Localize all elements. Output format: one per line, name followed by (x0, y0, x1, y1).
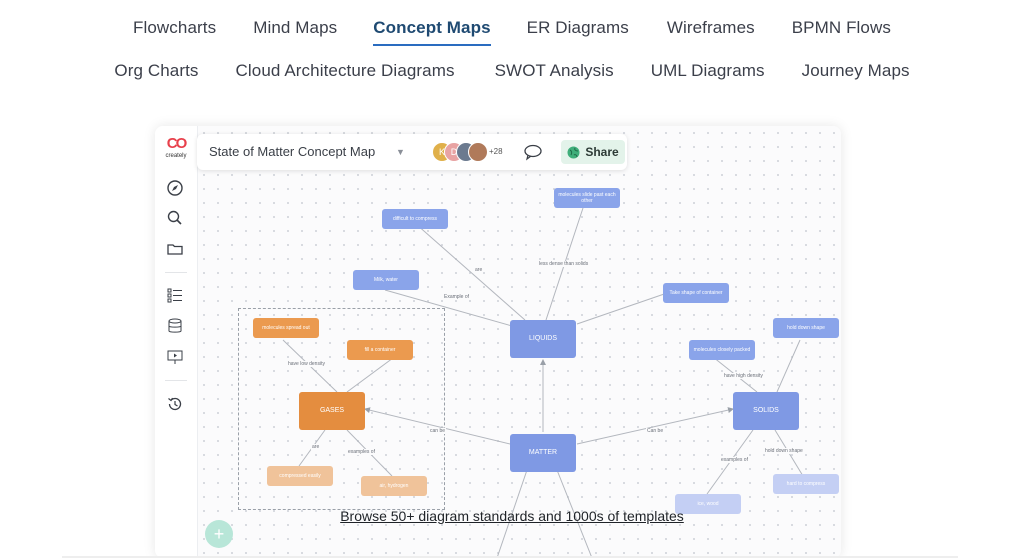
tab-row-2: Org Charts Cloud Architecture Diagrams S… (0, 57, 1024, 87)
tab-uml-diagrams[interactable]: UML Diagrams (650, 61, 765, 80)
edge-label-hold-shape: hold down shape (764, 448, 804, 454)
edge-label-low-density: have low density (287, 361, 326, 367)
tab-org-charts[interactable]: Org Charts (114, 61, 199, 80)
node-ice-wood[interactable]: ice, wood (675, 494, 741, 514)
search-icon[interactable] (165, 208, 185, 228)
node-molecules-spread[interactable]: molecules spread out (253, 318, 319, 338)
document-title[interactable]: State of Matter Concept Map (209, 144, 376, 159)
creately-logo-icon: CO (166, 135, 188, 152)
compass-icon[interactable] (165, 178, 185, 198)
chevron-down-icon[interactable]: ▼ (396, 147, 405, 157)
tab-mind-maps[interactable]: Mind Maps (253, 18, 338, 37)
folder-icon[interactable] (165, 239, 185, 259)
node-difficult-compress[interactable]: difficult to compress (382, 209, 448, 229)
node-matter[interactable]: MATTER (510, 434, 576, 472)
collaborator-count: +28 (489, 147, 503, 156)
node-gases[interactable]: GASES (299, 392, 365, 430)
editor-preview: LIQUIDS GASES SOLIDS MATTER difficult to… (155, 126, 841, 558)
edge-label-examples-of: examples of (347, 449, 376, 455)
avatar-photo-icon (468, 142, 488, 162)
divider (62, 556, 958, 558)
edge-label-are: are (474, 267, 484, 273)
sidebar-divider (165, 380, 187, 381)
node-solids[interactable]: SOLIDS (733, 392, 799, 430)
edge-label-can-be-left: can be (429, 428, 447, 434)
shapes-list-icon[interactable] (165, 285, 185, 305)
tab-flowcharts[interactable]: Flowcharts (133, 18, 217, 37)
editor-toolbar: State of Matter Concept Map ▼ K D +28 Sh… (197, 134, 627, 170)
tab-er-diagrams[interactable]: ER Diagrams (526, 18, 629, 37)
node-air-hydrogen[interactable]: air, hydrogen (361, 476, 427, 496)
tab-cloud-architecture[interactable]: Cloud Architecture Diagrams (235, 61, 455, 80)
node-hold-shape[interactable]: hold down shape (773, 318, 839, 338)
presentation-icon[interactable] (165, 347, 185, 367)
tab-bpmn-flows[interactable]: BPMN Flows (791, 18, 891, 37)
edge-label-example-of: Example of (443, 294, 471, 300)
tab-journey-maps[interactable]: Journey Maps (801, 61, 910, 80)
node-molecules-slide[interactable]: molecules slide past each other (554, 188, 620, 208)
node-take-shape[interactable]: Take shape of container (663, 283, 729, 303)
node-liquids[interactable]: LIQUIDS (510, 320, 576, 358)
edge-label-examples-of-solids: examples of (720, 457, 749, 463)
node-fill-container[interactable]: fill a container (347, 340, 413, 360)
tab-concept-maps[interactable]: Concept Maps (373, 14, 491, 46)
database-icon[interactable] (165, 316, 185, 336)
node-hard-compress[interactable]: hard to compress (773, 474, 839, 494)
comment-icon[interactable] (523, 143, 543, 166)
selection-box (238, 308, 445, 510)
node-compressed-easily[interactable]: compressed easily (267, 466, 333, 486)
add-shape-button[interactable]: + (205, 520, 233, 548)
diagram-canvas[interactable]: LIQUIDS GASES SOLIDS MATTER difficult to… (197, 126, 841, 558)
history-icon[interactable] (165, 394, 185, 414)
tab-swot-analysis[interactable]: SWOT Analysis (494, 61, 614, 80)
edge-label-can-be-right: Can be (646, 428, 665, 434)
node-closely-packed[interactable]: molecules closely packed (689, 340, 755, 360)
creately-logo: CO creately (161, 136, 191, 160)
node-milk-water[interactable]: Milk, water (353, 270, 419, 290)
sidebar-divider (165, 272, 187, 273)
edge-label-high-density: have high density (723, 373, 764, 379)
editor-sidebar: CO creately (155, 126, 198, 558)
edge-label-less-dense: less dense than solids (538, 261, 590, 267)
globe-icon (567, 146, 580, 158)
edge-label-are-gases: are (311, 444, 321, 450)
share-button[interactable]: Share (561, 140, 625, 164)
browse-templates-link[interactable]: Browse 50+ diagram standards and 1000s o… (340, 508, 684, 524)
tab-wireframes[interactable]: Wireframes (666, 18, 755, 37)
tab-row-1: Flowcharts Mind Maps Concept Maps ER Dia… (0, 14, 1024, 46)
